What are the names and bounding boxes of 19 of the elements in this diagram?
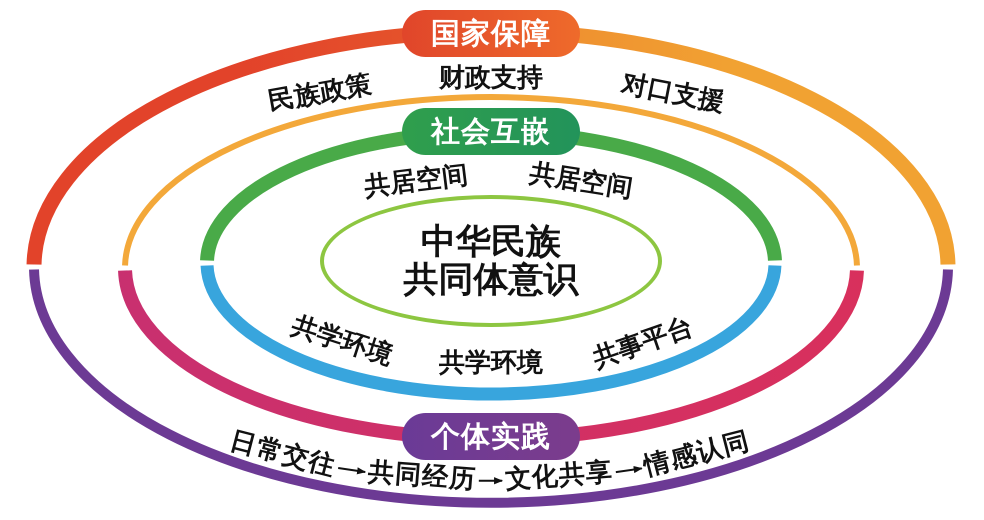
- step-text: 日常交往: [227, 426, 339, 481]
- arrow: [338, 467, 366, 474]
- layer-label: 共居空间: [362, 160, 470, 202]
- step-text: 文化共享: [504, 458, 614, 494]
- layer-label: 共学环境: [439, 348, 543, 378]
- layer-label: 共居空间: [527, 158, 635, 204]
- layer-pill: 国家保障: [402, 10, 580, 57]
- layer-label: 对口支援: [619, 68, 727, 118]
- layer-label: 财政支持: [439, 63, 543, 93]
- layer-label: 共学环境: [288, 310, 396, 372]
- arrow: [616, 466, 643, 474]
- arrow: [478, 477, 504, 484]
- layer-pill: 个体实践: [402, 413, 580, 460]
- layer-pill: 社会互嵌: [402, 108, 580, 155]
- step-text: 情感认同: [641, 427, 753, 482]
- layer-label: 共事平台: [588, 312, 698, 374]
- step-text: 共同经历: [367, 458, 477, 494]
- core-text: 中华民族共同体意识: [404, 223, 578, 299]
- layer-label: 民族政策: [266, 69, 374, 117]
